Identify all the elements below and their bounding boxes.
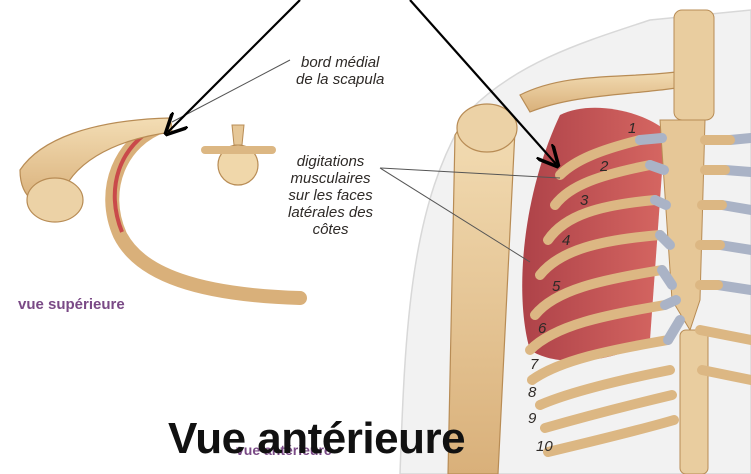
rib-number-1: 1	[628, 120, 636, 137]
rib-number-10: 10	[536, 438, 553, 455]
rib-number-3: 3	[580, 192, 588, 209]
glenoid	[27, 178, 83, 222]
vertebra-spinous	[232, 125, 244, 145]
rib-number-4: 4	[562, 232, 570, 249]
rib-number-2: 2	[600, 158, 608, 175]
vertebral-column-lower	[680, 330, 708, 474]
vertebral-column	[674, 10, 714, 120]
superior-view-illustration	[20, 118, 300, 298]
digitations-label: digitations musculaires sur les faces la…	[288, 153, 373, 238]
superior-view-caption: vue supérieure	[18, 296, 125, 313]
anterior-view-title: Vue antérieure	[168, 414, 465, 464]
rib-number-5: 5	[552, 278, 560, 295]
arrow-to-medial-border	[168, 0, 300, 132]
rib-number-7: 7	[530, 356, 538, 373]
rib-number-9: 9	[528, 410, 536, 427]
medial-border-label: bord médial de la scapula	[296, 54, 384, 88]
rib-number-6: 6	[538, 320, 546, 337]
rib-number-8: 8	[528, 384, 536, 401]
